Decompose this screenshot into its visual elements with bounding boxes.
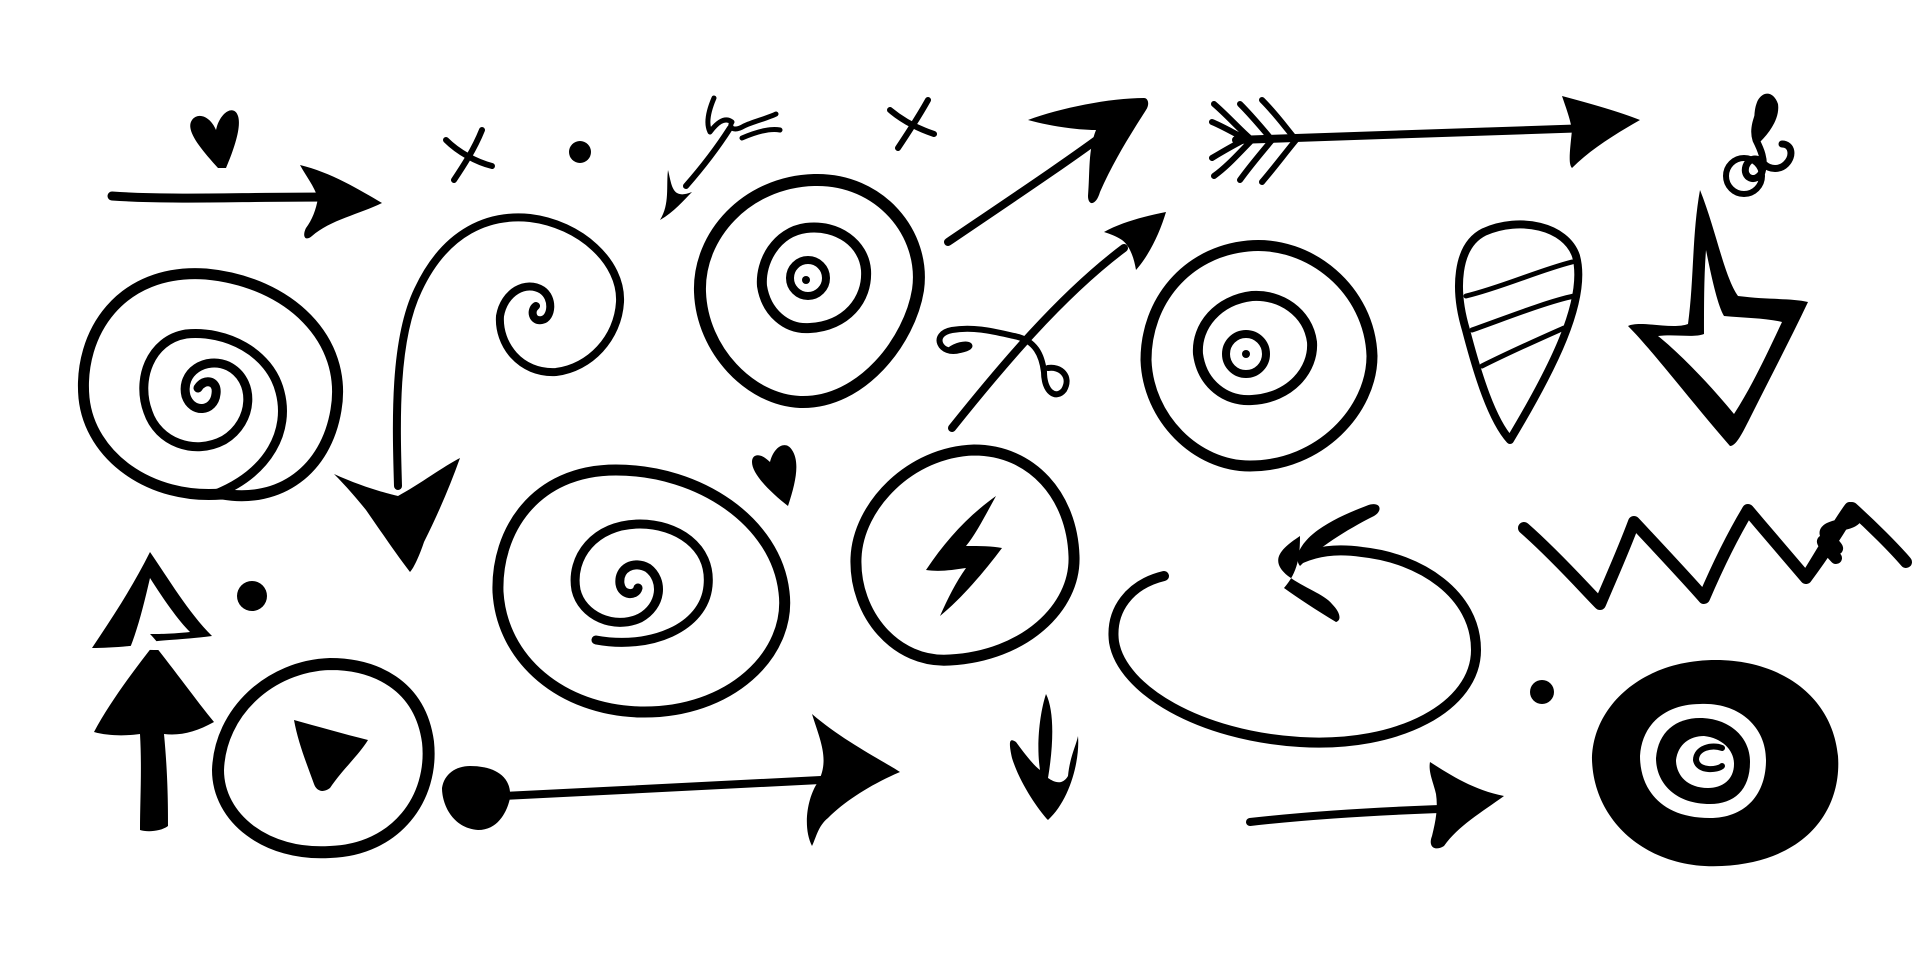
dot-icon xyxy=(569,141,591,163)
loop-arrow-icon xyxy=(1108,504,1481,748)
spiral-icon xyxy=(1592,660,1839,867)
arrow-right-icon xyxy=(107,165,382,239)
curved-arrow-icon xyxy=(334,213,625,572)
arrow-right-icon xyxy=(1009,694,1079,820)
arrow-right-icon xyxy=(944,98,1149,246)
dot-icon xyxy=(1530,680,1554,704)
dot-icon xyxy=(237,581,267,611)
spiral-icon xyxy=(492,464,791,718)
zigzag-line-icon xyxy=(1518,502,1912,610)
target-circle-icon xyxy=(693,173,925,409)
arrow-right-icon xyxy=(1246,762,1504,849)
sparkle-cross-icon xyxy=(443,127,495,183)
cone-icon xyxy=(1455,220,1583,444)
lightning-icon xyxy=(850,444,1080,666)
spiral-icon xyxy=(77,268,343,502)
heart-icon xyxy=(1723,93,1795,197)
tree-arrow-icon xyxy=(92,552,214,832)
sparkle-cross-icon xyxy=(887,97,937,151)
target-circle-icon xyxy=(1140,240,1378,472)
arrow-right-icon xyxy=(1209,96,1640,185)
heart-icon xyxy=(752,445,797,506)
arrow-right-icon xyxy=(442,714,900,846)
triangle-arrow-icon xyxy=(1628,190,1808,446)
arrow-right-icon xyxy=(936,212,1166,432)
play-icon xyxy=(212,658,435,859)
zigzag-arrow-icon xyxy=(660,95,783,220)
heart-icon xyxy=(190,110,239,168)
